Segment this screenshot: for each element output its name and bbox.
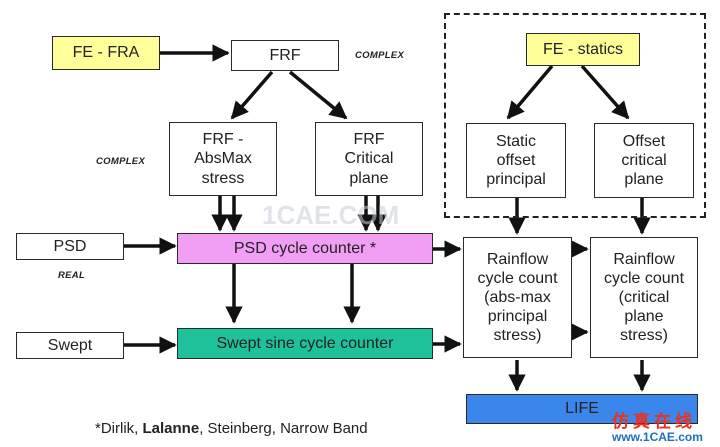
psd-box: PSD <box>16 233 124 260</box>
psd-cycle-counter-box: PSD cycle counter * <box>177 233 433 264</box>
arrow-frf-to-absmax <box>230 70 274 120</box>
static-offset-box: Static offset principal <box>466 123 566 198</box>
frf-box: FRF <box>231 40 339 71</box>
footnote-suffix: , Steinberg, Narrow Band <box>199 420 368 437</box>
complex-label-left: COMPLEX <box>96 156 146 167</box>
statics-region <box>444 13 706 218</box>
swept-sine-cycle-counter-box: Swept sine cycle counter <box>177 328 433 359</box>
real-label: REAL <box>58 270 86 281</box>
complex-label-top: COMPLEX <box>355 50 405 61</box>
offset-critical-box: Offset critical plane <box>594 123 694 198</box>
brand-url: www.1CAE.com <box>612 430 703 444</box>
footnote: *Dirlik, Lalanne, Steinberg, Narrow Band <box>95 420 368 437</box>
frf-absmax-box: FRF - AbsMax stress <box>169 122 277 196</box>
arrow-statics-to-offset <box>580 64 630 120</box>
arrow-frf-to-critical <box>288 70 348 120</box>
rainflow-absmax-box: Rainflow cycle count (abs-max principal … <box>463 237 572 358</box>
frf-critical-box: FRF Critical plane <box>315 122 423 196</box>
brand-chinese: 仿真在线 <box>612 412 696 431</box>
watermark: 1CAE.COM <box>262 200 400 230</box>
fe-fra-box: FE - FRA <box>52 36 160 70</box>
swept-box: Swept <box>16 332 124 359</box>
footnote-bold: Lalanne <box>142 420 200 437</box>
rainflow-critical-box: Rainflow cycle count (critical plane str… <box>590 237 698 358</box>
life-box: LIFE <box>466 394 698 424</box>
arrow-statics-to-static <box>506 64 554 120</box>
fe-statics-box: FE - statics <box>526 33 640 66</box>
footnote-prefix: *Dirlik, <box>95 420 143 437</box>
